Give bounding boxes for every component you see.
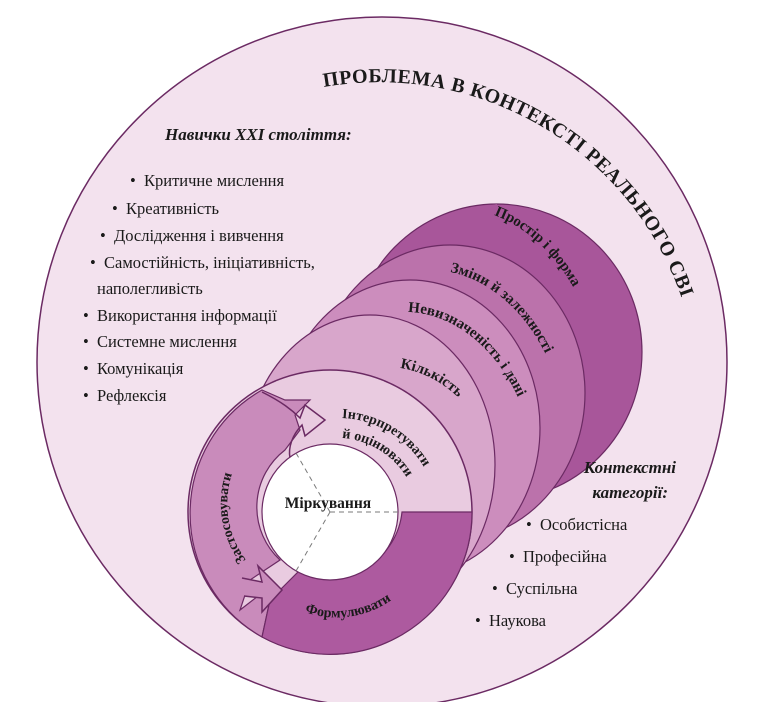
skill-bullet: •	[83, 332, 89, 351]
context-categories: Контекстні категорії: • Особистісна • Пр…	[475, 458, 676, 630]
skill-bullet: •	[90, 253, 96, 272]
modeling-cycle	[187, 369, 473, 655]
skill-item: Рефлексія	[97, 386, 167, 405]
skill-item-continuation: наполегливість	[97, 279, 203, 298]
center-label-reasoning: Міркування	[285, 495, 371, 512]
context-item: Особистісна	[540, 515, 628, 534]
skills-list: Навички XXI століття: • Критичне мисленн…	[83, 125, 352, 405]
cycle-arrow-upper	[261, 391, 327, 459]
skill-bullet: •	[100, 226, 106, 245]
skill-bullet: •	[112, 199, 118, 218]
context-bullet: •	[509, 547, 515, 566]
skill-bullet: •	[83, 386, 89, 405]
skill-item: Дослідження і вивчення	[114, 226, 284, 245]
cycle-arrow-lower	[241, 563, 284, 614]
context-item: Суспільна	[506, 579, 578, 598]
context-item: Наукова	[489, 611, 547, 630]
skill-bullet: •	[83, 306, 89, 325]
skill-item: Системне мислення	[97, 332, 237, 351]
context-item: Професійна	[523, 547, 607, 566]
context-heading-line1: Контекстні	[583, 458, 677, 477]
context-bullet: •	[526, 515, 532, 534]
skill-item: Критичне мислення	[144, 171, 285, 190]
skill-bullet: •	[130, 171, 136, 190]
center-spoke-3	[295, 452, 331, 513]
skill-bullet: •	[83, 359, 89, 378]
skill-item: Самостійність, ініціативність,	[104, 253, 315, 272]
context-bullet: •	[475, 611, 481, 630]
skills-heading: Навички XXI століття:	[164, 125, 352, 144]
skill-item: Креативність	[126, 199, 219, 218]
center-spoke-2	[295, 511, 331, 572]
context-bullet: •	[492, 579, 498, 598]
skill-item: Використання інформації	[97, 306, 277, 325]
cycle-apply-section	[189, 389, 312, 638]
context-heading-line2: категорії:	[592, 483, 668, 502]
skill-item: Комунікація	[97, 359, 184, 378]
